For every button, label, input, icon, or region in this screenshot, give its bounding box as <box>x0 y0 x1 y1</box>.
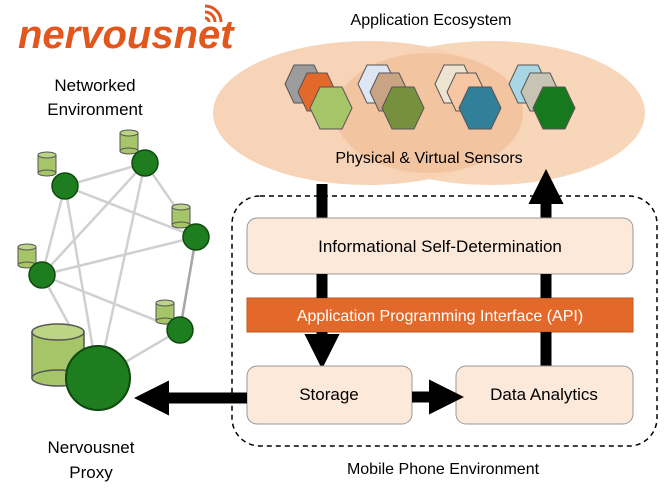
hexagon-cluster <box>508 64 576 130</box>
networked-label-line2: Environment <box>47 100 143 119</box>
hexagon-cluster <box>284 64 353 130</box>
proxy-label-line2: Proxy <box>69 463 113 482</box>
self-determination-label: Informational Self-Determination <box>318 237 562 256</box>
hexagon-cluster <box>357 64 425 130</box>
network-node <box>155 299 194 344</box>
nervousnet-logo: nervousnet <box>18 4 235 57</box>
mobile-environment-boundary <box>231 195 658 447</box>
hexagon-cluster <box>434 64 502 130</box>
signal-icon <box>204 4 223 23</box>
analytics-label: Data Analytics <box>490 385 598 404</box>
api-label: Application Programming Interface (API) <box>297 308 583 325</box>
network-link-dark <box>178 236 198 331</box>
api-box <box>246 297 634 333</box>
self-determination-box <box>246 217 634 275</box>
ecosystem-title: Application Ecosystem <box>351 12 512 29</box>
network-node <box>37 151 79 200</box>
logo-text: nervousnet <box>18 13 235 57</box>
sensors-label: Physical & Virtual Sensors <box>335 150 522 167</box>
storage-label: Storage <box>299 385 359 404</box>
network-node <box>171 203 210 251</box>
proxy-node <box>31 323 131 411</box>
networked-label-line1: Networked <box>54 76 135 95</box>
mobile-caption: Mobile Phone Environment <box>347 461 540 478</box>
sensor-hexagons <box>284 64 576 130</box>
network-nodes <box>17 129 210 411</box>
network-node <box>119 129 159 177</box>
network-node <box>17 243 56 289</box>
proxy-label-line1: Nervousnet <box>48 438 135 457</box>
